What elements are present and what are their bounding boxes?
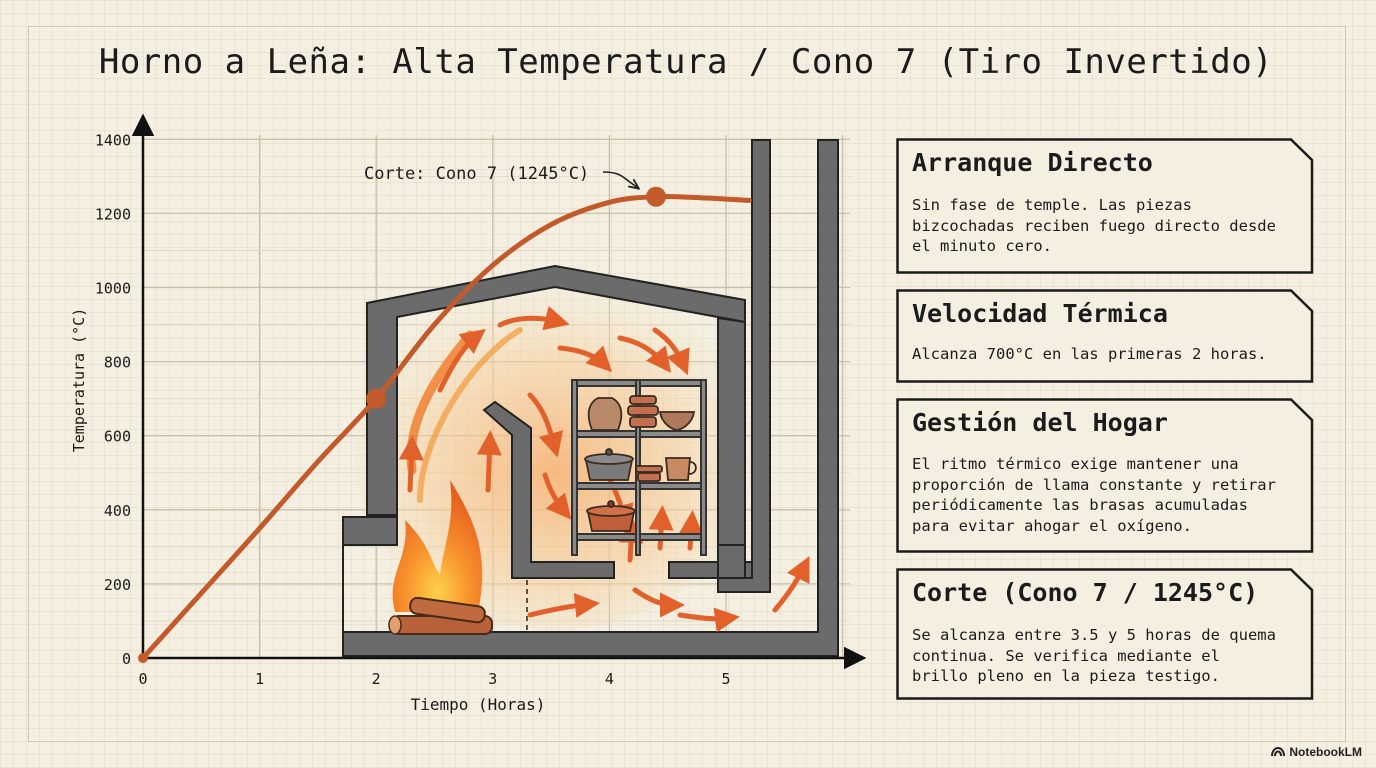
y-tick-labels: 0 200 400 600 800 1000 1200 1400 <box>95 131 131 668</box>
x-tick-labels: 0 1 2 3 4 5 <box>138 670 730 688</box>
annotation-label: Corte: Cono 7 (1245°C) <box>364 164 589 184</box>
card-velocidad: Velocidad Térmica Alcanza 700°C en las p… <box>896 289 1314 383</box>
firewood-icon <box>388 596 493 635</box>
chart: 0 200 400 600 800 1000 1200 1400 0 1 2 3 4 5 Tempera… <box>70 113 867 714</box>
card-arranque: Arranque Directo Sin fase de temple. Las… <box>896 138 1314 274</box>
flame-icon <box>392 480 483 612</box>
card-corte: Corte (Cono 7 / 1245°C) Se alcanza entre… <box>896 568 1314 700</box>
x-tick-label: 2 <box>372 670 381 688</box>
origin-point <box>138 653 148 663</box>
curve-marker <box>366 388 387 409</box>
curve-marker <box>646 186 667 207</box>
card-text: Sin fase de temple. Las piezas bizcochad… <box>912 196 1276 255</box>
x-tick-label: 3 <box>488 670 497 688</box>
brand-logo: NotebookLM <box>1271 745 1362 759</box>
chimney <box>717 139 771 593</box>
curve-markers <box>366 186 667 409</box>
kiln-roof <box>366 264 746 516</box>
y-tick-label: 1400 <box>95 131 131 149</box>
kiln-illustration <box>342 139 839 657</box>
y-tick-label: 400 <box>104 502 131 520</box>
card-title: Corte (Cono 7 / 1245°C) <box>912 578 1259 607</box>
x-tick-label: 4 <box>605 670 614 688</box>
y-tick-label: 200 <box>104 576 131 594</box>
x-tick-label: 0 <box>138 670 147 688</box>
bag-wall <box>482 400 615 579</box>
notebooklm-icon <box>1271 747 1286 757</box>
card-title: Arranque Directo <box>912 148 1153 177</box>
y-tick-label: 0 <box>122 650 131 668</box>
y-tick-label: 800 <box>104 354 131 372</box>
y-tick-label: 1200 <box>95 205 131 223</box>
card-text: El ritmo térmico exige mantener una prop… <box>912 455 1276 535</box>
frame <box>28 26 1346 742</box>
firebox-lintel <box>342 516 398 546</box>
kiln-floor <box>342 139 839 657</box>
kiln-right-wall <box>717 316 746 546</box>
page-title: Horno a Leña: Alta Temperatura / Cono 7 … <box>98 42 1274 82</box>
annotation-arrow <box>602 171 638 188</box>
pottery-icons <box>584 395 697 532</box>
x-axis-label: Tiempo (Horas) <box>411 695 546 714</box>
card-title: Velocidad Térmica <box>912 299 1168 328</box>
card-text: Alcanza 700°C en las primeras 2 horas. <box>912 345 1267 363</box>
brand-name: NotebookLM <box>1289 745 1362 759</box>
y-tick-label: 600 <box>104 428 131 446</box>
card-title: Gestión del Hogar <box>912 408 1168 437</box>
y-axis-label: Temperatura (°C) <box>70 308 88 453</box>
y-tick-label: 1000 <box>95 280 131 298</box>
x-tick-label: 5 <box>721 670 730 688</box>
cutoff-annotation: Corte: Cono 7 (1245°C) <box>364 164 638 188</box>
x-tick-label: 1 <box>255 670 264 688</box>
card-hogar: Gestión del Hogar El ritmo térmico exige… <box>896 398 1314 553</box>
card-text: Se alcanza entre 3.5 y 5 horas de quema … <box>912 626 1276 685</box>
